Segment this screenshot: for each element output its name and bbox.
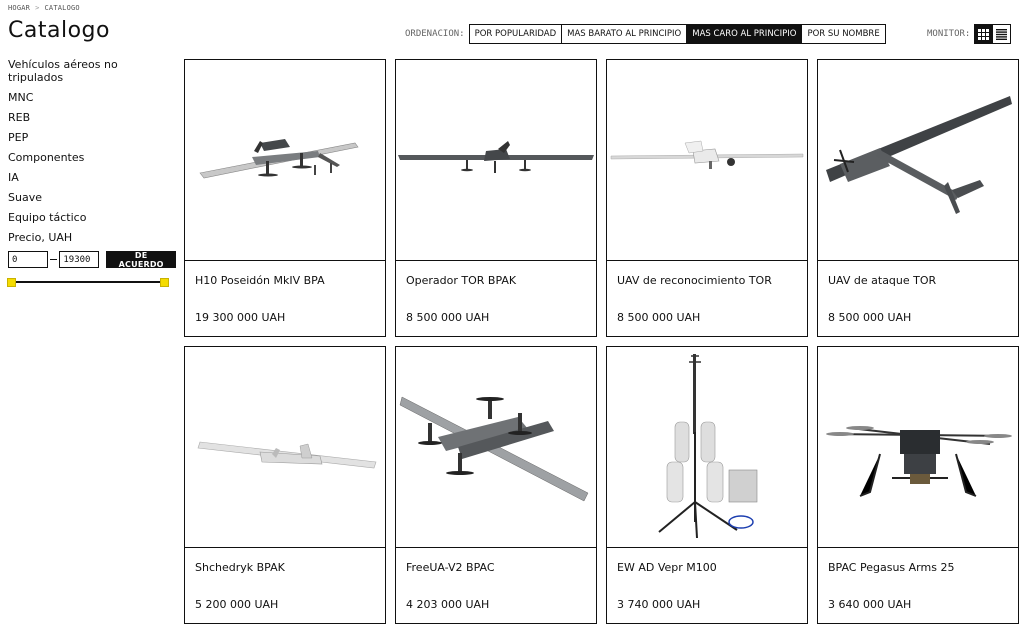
sort-popularity-button[interactable]: POR POPULARIDAD <box>468 24 563 44</box>
product-image[interactable] <box>607 347 807 548</box>
product-card[interactable]: Shchedryk BPAK 5 200 000 UAH <box>184 346 386 624</box>
sort-bar: ORDENACION: POR POPULARIDAD MAS BARATO A… <box>405 24 886 44</box>
list-view-button[interactable] <box>992 24 1012 44</box>
category-components[interactable]: Componentes <box>8 151 85 164</box>
category-uav[interactable]: Vehículos aéreos no tripulados <box>8 58 118 84</box>
apply-price-filter-button[interactable]: DE ACUERDO <box>106 251 176 269</box>
grid-view-button[interactable] <box>974 24 994 44</box>
product-card[interactable]: UAV de ataque TOR 8 500 000 UAH <box>817 59 1019 337</box>
product-price: 5 200 000 UAH <box>195 598 279 611</box>
category-tactical-equipment[interactable]: Equipo táctico <box>8 211 87 224</box>
product-card[interactable]: UAV de reconocimiento TOR 8 500 000 UAH <box>606 59 808 337</box>
product-name[interactable]: BPAC Pegasus Arms 25 <box>828 561 955 574</box>
product-image[interactable] <box>185 60 385 261</box>
breadcrumb: HOGAR > CATALOGO <box>8 4 80 12</box>
product-image[interactable] <box>607 60 807 261</box>
monitor-label: MONITOR: <box>927 29 971 39</box>
product-name[interactable]: H10 Poseidón MkIV BPA <box>195 274 325 287</box>
product-info: UAV de reconocimiento TOR 8 500 000 UAH <box>607 261 807 336</box>
product-price: 3 740 000 UAH <box>617 598 701 611</box>
product-info: UAV de ataque TOR 8 500 000 UAH <box>818 261 1018 336</box>
sort-cheapest-first-button[interactable]: MAS BARATO AL PRINCIPIO <box>561 24 688 44</box>
category-software[interactable]: Suave <box>8 191 42 204</box>
product-info: EW AD Vepr M100 3 740 000 UAH <box>607 548 807 623</box>
product-price: 8 500 000 UAH <box>617 311 701 324</box>
list-view-icon <box>996 28 1008 40</box>
product-image[interactable] <box>818 347 1018 548</box>
product-name[interactable]: EW AD Vepr M100 <box>617 561 717 574</box>
product-image[interactable] <box>818 60 1018 261</box>
grid-view-icon <box>978 28 990 40</box>
product-name[interactable]: UAV de reconocimiento TOR <box>617 274 772 287</box>
product-card[interactable]: Operador TOR BPAK 8 500 000 UAH <box>395 59 597 337</box>
slider-track <box>10 281 166 283</box>
product-info: Shchedryk BPAK 5 200 000 UAH <box>185 548 385 623</box>
attack-drone-icon <box>826 96 1012 214</box>
product-price: 8 500 000 UAH <box>828 311 912 324</box>
product-name[interactable]: Shchedryk BPAK <box>195 561 285 574</box>
price-filter-row: DE ACUERDO <box>8 251 176 269</box>
product-name[interactable]: Operador TOR BPAK <box>406 274 517 287</box>
price-max-input[interactable] <box>59 251 100 268</box>
catalog-sidebar: Vehículos aéreos no tripulados MNC REB P… <box>7 58 176 287</box>
price-min-input[interactable] <box>8 251 48 268</box>
product-price: 8 500 000 UAH <box>406 311 490 324</box>
product-card[interactable]: FreeUA-V2 BPAC 4 203 000 UAH <box>395 346 597 624</box>
price-range-slider[interactable] <box>7 277 169 287</box>
product-grid: H10 Poseidón MkIV BPA 19 300 000 UAH Ope… <box>184 59 1020 624</box>
antenna-tripod-icon <box>658 354 758 539</box>
product-info: H10 Poseidón MkIV BPA 19 300 000 UAH <box>185 261 385 336</box>
sort-most-expensive-first-button[interactable]: MAS CARO AL PRINCIPIO <box>686 24 803 44</box>
recon-drone-icon <box>610 140 804 169</box>
price-filter-label: Precio, UAH <box>8 231 73 244</box>
sort-by-name-button[interactable]: POR SU NOMBRE <box>801 24 886 44</box>
vtol-drone-icon <box>399 396 589 502</box>
product-price: 3 640 000 UAH <box>828 598 912 611</box>
fixed-wing-drone-icon <box>398 141 594 173</box>
breadcrumb-home-link[interactable]: HOGAR <box>8 4 31 12</box>
product-card[interactable]: EW AD Vepr M100 3 740 000 UAH <box>606 346 808 624</box>
product-price: 19 300 000 UAH <box>195 311 286 324</box>
hexacopter-icon <box>826 426 1012 497</box>
price-range-dash <box>50 259 58 260</box>
breadcrumb-current: CATALOGO <box>44 4 80 12</box>
product-card[interactable]: BPAC Pegasus Arms 25 3 640 000 UAH <box>817 346 1019 624</box>
vtol-drone-icon <box>199 139 359 179</box>
product-price: 4 203 000 UAH <box>406 598 490 611</box>
product-image[interactable] <box>185 347 385 548</box>
view-switcher: MONITOR: <box>927 24 1012 44</box>
category-pep[interactable]: PEP <box>8 131 29 144</box>
category-ia[interactable]: IA <box>8 171 19 184</box>
sort-label: ORDENACION: <box>405 29 465 39</box>
product-info: BPAC Pegasus Arms 25 3 640 000 UAH <box>818 548 1018 623</box>
product-info: Operador TOR BPAK 8 500 000 UAH <box>396 261 596 336</box>
breadcrumb-separator: > <box>35 4 40 12</box>
category-reb[interactable]: REB <box>8 111 31 124</box>
product-name[interactable]: UAV de ataque TOR <box>828 274 937 287</box>
product-image[interactable] <box>396 347 596 548</box>
product-image[interactable] <box>396 60 596 261</box>
glider-drone-icon <box>197 441 377 469</box>
slider-max-handle[interactable] <box>160 278 169 287</box>
product-info: FreeUA-V2 BPAC 4 203 000 UAH <box>396 548 596 623</box>
page-title: Catalogo <box>8 18 110 43</box>
product-name[interactable]: FreeUA-V2 BPAC <box>406 561 495 574</box>
slider-min-handle[interactable] <box>7 278 16 287</box>
category-mnc[interactable]: MNC <box>8 91 34 104</box>
product-card[interactable]: H10 Poseidón MkIV BPA 19 300 000 UAH <box>184 59 386 337</box>
